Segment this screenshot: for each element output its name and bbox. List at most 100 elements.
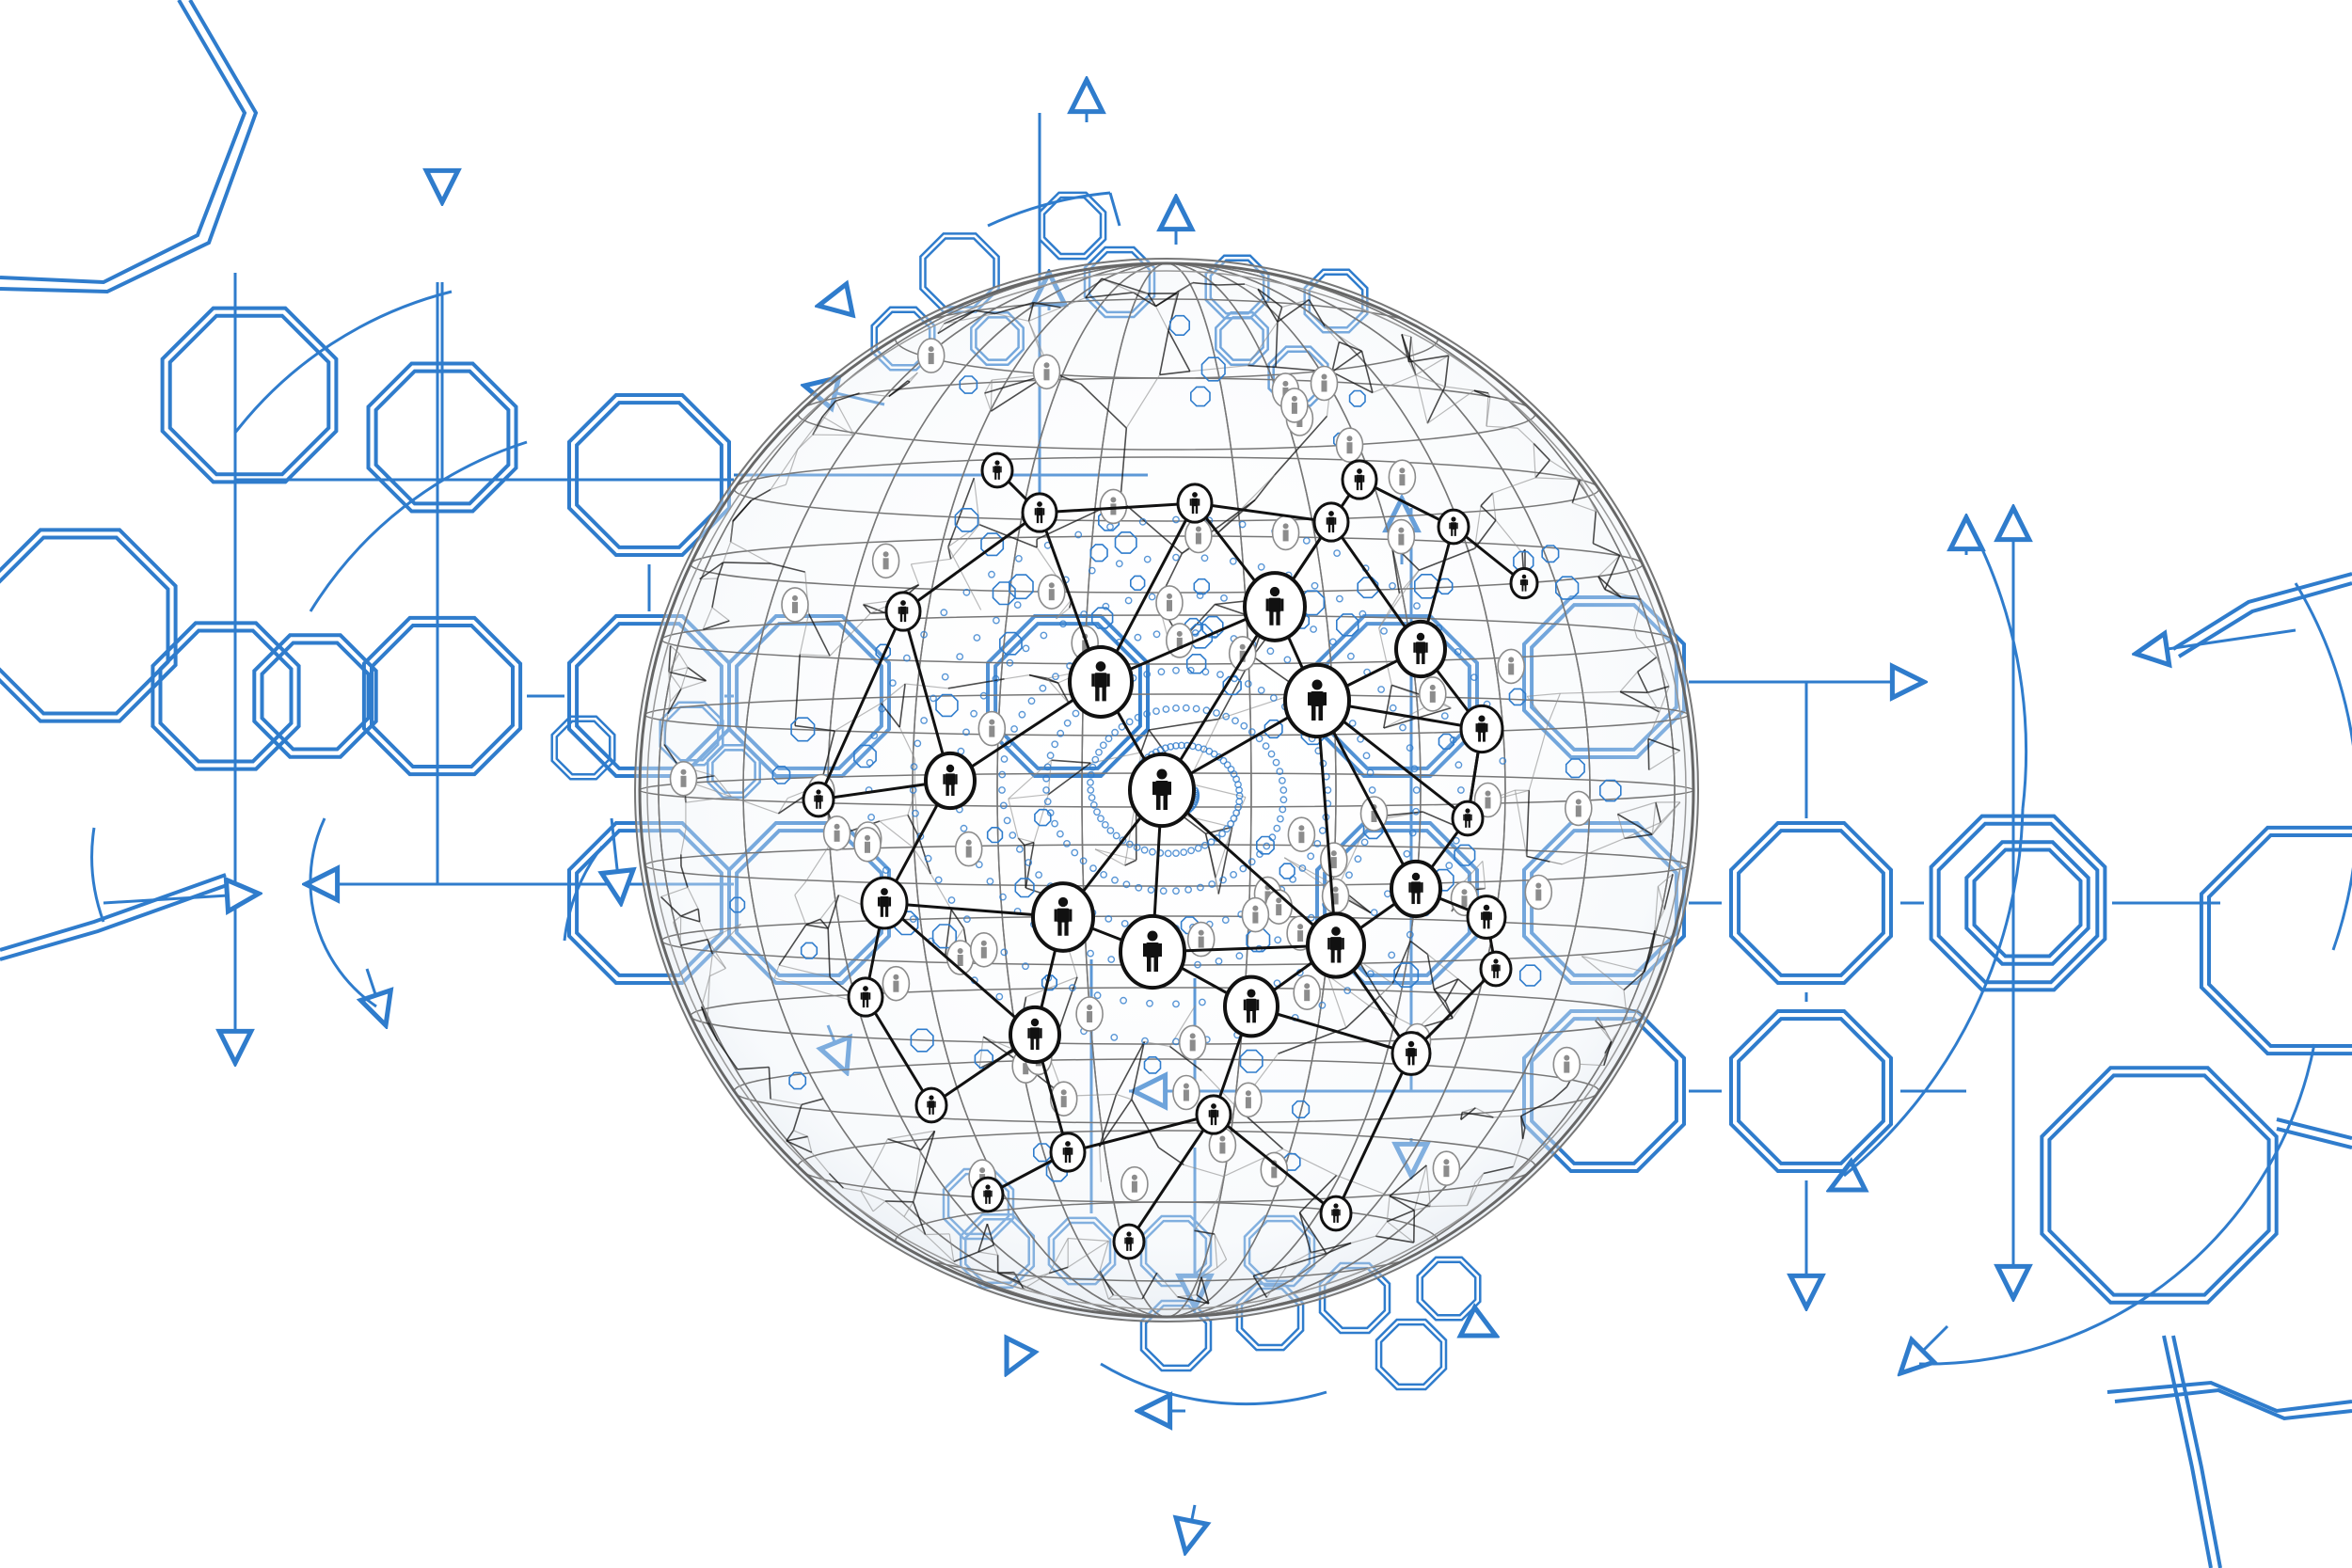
mesh-edge <box>997 1271 1014 1274</box>
mesh-edge <box>978 1037 984 1069</box>
person-icon <box>822 815 851 851</box>
mesh-edge <box>699 578 718 580</box>
swirl-dot <box>1135 883 1143 892</box>
mesh-edge <box>993 1244 999 1256</box>
mesh-edge <box>819 895 839 920</box>
swirl-dot <box>975 861 983 869</box>
swirl-dot <box>1087 770 1095 779</box>
mesh-edge <box>1275 322 1279 368</box>
mesh-edge <box>1654 886 1659 931</box>
swirl-dot <box>1220 594 1228 602</box>
connector-arc <box>233 290 453 434</box>
arrow-down-icon <box>1185 1504 1195 1552</box>
mesh-edge <box>1194 1229 1216 1235</box>
swirl-dot <box>1230 871 1238 879</box>
mesh-edge <box>1168 330 1191 372</box>
swirl-dot <box>973 634 981 641</box>
swirl-dot <box>998 786 1006 794</box>
swirl-dot <box>870 732 879 739</box>
mesh-edge <box>800 654 831 657</box>
mini-octagon <box>875 643 892 660</box>
mini-octagon <box>1438 733 1454 751</box>
right-octagon-chain <box>2106 572 2352 1568</box>
swirl-dot <box>1388 951 1396 959</box>
mesh-edge <box>685 796 732 803</box>
swirl-dot <box>1016 846 1024 853</box>
mesh-edge <box>1623 971 1645 991</box>
swirl-dot <box>1112 832 1120 840</box>
swirl-dot <box>1221 916 1230 924</box>
mesh-edge <box>1475 1107 1494 1118</box>
mesh-edge <box>1017 837 1025 847</box>
mesh-edge <box>1028 673 1047 679</box>
swirl-dot <box>1022 644 1030 653</box>
mesh-edge <box>1247 321 1279 366</box>
mesh-edge <box>1604 1040 1613 1054</box>
person-icon <box>1243 571 1307 642</box>
person-icon <box>847 976 884 1018</box>
mesh-edge <box>887 1130 935 1140</box>
arrow-down-icon <box>1007 1354 1016 1373</box>
mesh-edge <box>1345 1005 1371 1029</box>
mesh-edge <box>805 924 829 929</box>
mesh-edge <box>1493 1115 1521 1118</box>
mesh-edge <box>1099 1241 1109 1272</box>
mesh-edge <box>1415 355 1450 376</box>
mesh-edge <box>1473 505 1482 549</box>
mesh-edge <box>1378 569 1420 629</box>
mesh-edge <box>1633 598 1642 628</box>
mini-octagon <box>1130 575 1146 592</box>
swirl-dot <box>1336 594 1343 603</box>
mesh-edge <box>879 820 914 847</box>
person-icon <box>954 831 983 867</box>
swirl-dot <box>1138 517 1147 526</box>
person-icon <box>882 965 911 1002</box>
mesh-edge <box>1324 325 1340 343</box>
mesh-edge <box>1389 1164 1427 1197</box>
mesh-edge <box>1125 374 1161 429</box>
mesh-edge <box>1155 293 1178 308</box>
mesh-edge <box>1483 1165 1514 1175</box>
connector-arc <box>1108 192 1121 227</box>
mesh-edge <box>944 309 976 325</box>
mesh-edge <box>1033 301 1061 309</box>
mesh-edge <box>1051 759 1091 764</box>
mesh-edge <box>1187 783 1247 799</box>
mesh-edge <box>1647 685 1670 694</box>
mesh-edge <box>1180 814 1232 828</box>
mesh-edge <box>1466 1182 1476 1206</box>
mesh-edge <box>711 953 726 969</box>
mesh-edge <box>1327 974 1370 1006</box>
mesh-edge <box>668 671 707 682</box>
mesh-edge <box>879 814 909 822</box>
swirl-dot <box>1143 671 1152 678</box>
person-icon <box>884 591 922 632</box>
mesh-edge <box>1549 459 1581 481</box>
mesh-edge <box>1176 282 1194 294</box>
mesh-edge <box>1189 365 1248 372</box>
mesh-edge <box>1331 341 1341 372</box>
mesh-edge <box>1060 297 1087 309</box>
person-icon <box>1049 1081 1078 1117</box>
swirl-dot <box>1215 753 1223 761</box>
mesh-edge <box>1616 814 1626 839</box>
swirl-dot <box>1366 768 1375 777</box>
swirl-dot <box>1172 849 1180 857</box>
mesh-edge <box>1200 1267 1218 1278</box>
swirl-dot <box>1230 815 1238 823</box>
mesh-edge <box>1480 505 1497 521</box>
swirl-dot <box>1208 880 1216 888</box>
mesh-edge <box>699 921 708 941</box>
mesh-edge <box>1217 283 1246 286</box>
mesh-edge <box>914 792 919 837</box>
swirl-dot <box>1380 627 1388 635</box>
swirl-dot <box>1057 830 1064 838</box>
mesh-edge <box>680 829 687 855</box>
mesh-edge <box>821 416 855 436</box>
mesh-edge <box>670 645 680 655</box>
mesh-edge <box>1520 1116 1524 1139</box>
mesh-edge <box>862 603 871 614</box>
octagon-shape <box>252 633 378 759</box>
mesh-edge <box>1378 627 1392 686</box>
swirl-dot <box>1457 786 1465 794</box>
